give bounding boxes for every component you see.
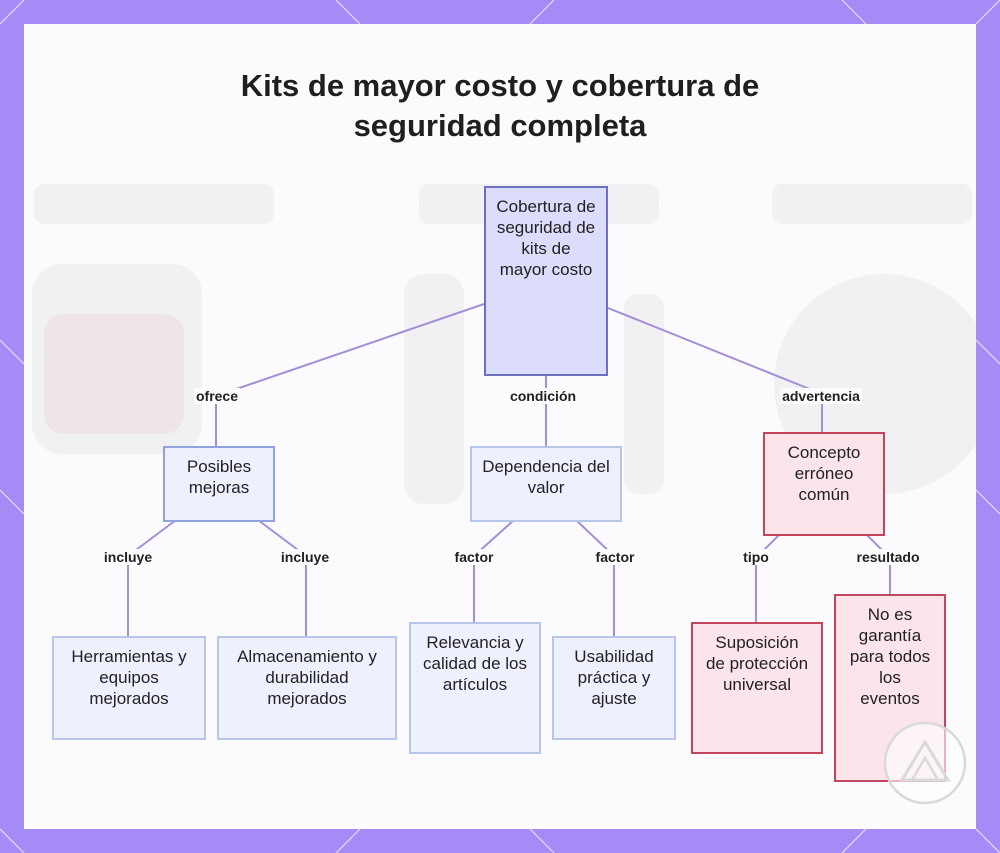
edge-concepto-suposicion (755, 533, 781, 622)
node-concepto-erroneo: Concepto erróneo común (763, 432, 885, 536)
edge-label-incluye-2: incluye (278, 549, 332, 565)
edge-label-ofrece: ofrece (193, 388, 241, 404)
edge-label-resultado: resultado (854, 549, 922, 565)
diagram-panel: Kits de mayor costo y cobertura de segur… (24, 24, 976, 829)
edge-dependencia-relevancia (473, 519, 515, 622)
node-posibles-mejoras: Posibles mejoras (163, 446, 275, 522)
node-herramientas-equipos: Herramientas y equipos mejorados (52, 636, 206, 740)
node-suposicion-proteccion: Suposición de protección universal (691, 622, 823, 754)
edge-label-factor-1: factor (452, 549, 496, 565)
node-almacenamiento-durabilidad: Almacenamiento y durabilidad mejorados (217, 636, 397, 740)
edge-label-factor-2: factor (593, 549, 637, 565)
edge-label-tipo: tipo (741, 549, 771, 565)
edge-mejoras-herramientas (127, 519, 177, 636)
brand-logo-icon (883, 721, 967, 805)
node-dependencia-valor: Dependencia del valor (470, 446, 622, 522)
node-usabilidad-practica: Usabilidad práctica y ajuste (552, 636, 676, 740)
edge-label-incluye-1: incluye (101, 549, 155, 565)
edge-label-advertencia: advertencia (780, 388, 862, 404)
edge-root-mejoras (215, 303, 485, 446)
edge-label-condicion: condición (507, 388, 579, 404)
node-relevancia-calidad: Relevancia y calidad de los artículos (409, 622, 541, 754)
edge-root-concepto (607, 307, 823, 432)
node-cobertura-seguridad: Cobertura de seguridad de kits de mayor … (484, 186, 608, 376)
diagram-title: Kits de mayor costo y cobertura de segur… (240, 68, 760, 143)
edge-mejoras-almacenamiento (257, 519, 307, 636)
edge-dependencia-usabilidad (575, 519, 615, 636)
